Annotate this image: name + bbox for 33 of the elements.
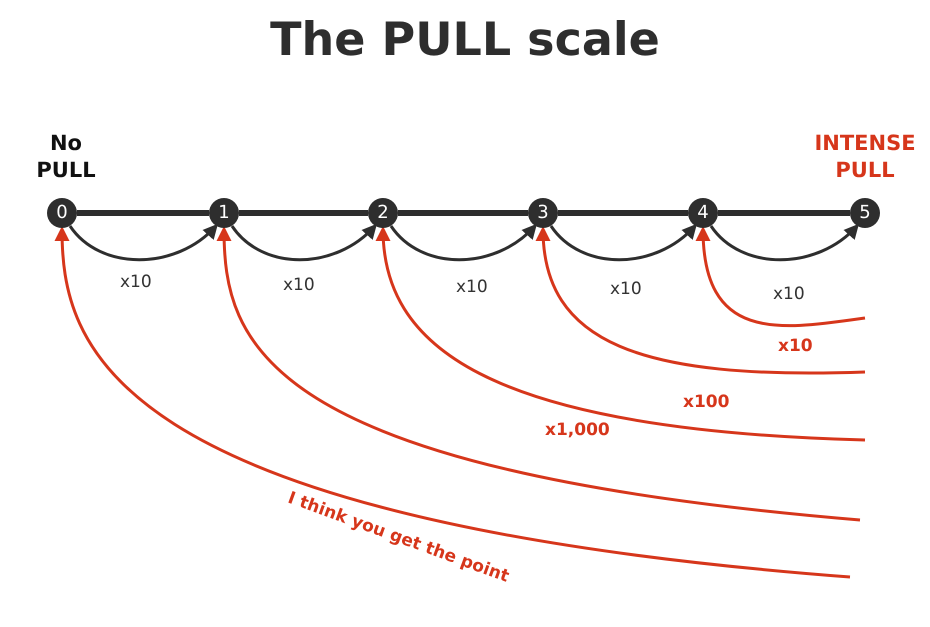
curved-arrow <box>390 224 538 262</box>
edge-label: x10 <box>283 275 315 295</box>
scale-point: 0 <box>47 198 77 228</box>
edge-label: x10 <box>773 284 805 304</box>
scale-line <box>558 210 688 216</box>
scale-end-label: INTENSE PULL <box>813 130 917 184</box>
curved-arrow <box>710 224 860 262</box>
scale-point: 1 <box>209 198 239 228</box>
curved-arrow <box>550 224 698 262</box>
hand-drawn-arrow <box>54 226 850 578</box>
scale-line <box>398 210 528 216</box>
edge-label: I think you get the point <box>285 488 512 587</box>
scale-line <box>77 210 209 216</box>
scale-line <box>718 210 850 216</box>
scale-end-label: No PULL <box>35 130 97 184</box>
scale-point: 4 <box>688 198 718 228</box>
hand-drawn-arrow <box>376 226 866 442</box>
edge-label: x10 <box>120 272 152 292</box>
title: The PULL scale <box>269 12 661 66</box>
hand-drawn-arrow <box>536 226 866 375</box>
curved-arrow <box>68 224 218 262</box>
scale-point: 2 <box>368 198 398 228</box>
edge-label: x10 <box>610 279 642 299</box>
hand-drawn-arrow <box>696 226 866 328</box>
edge-label: x1,000 <box>545 420 610 440</box>
edge-label: x100 <box>683 392 730 412</box>
edge-label: x10 <box>456 277 488 297</box>
curved-arrow <box>230 224 378 262</box>
scale-point: 5 <box>850 198 880 228</box>
edge-label: x10 <box>778 336 813 356</box>
hand-drawn-arrow <box>216 226 860 522</box>
scale-line <box>239 210 368 216</box>
scale-point: 3 <box>528 198 558 228</box>
